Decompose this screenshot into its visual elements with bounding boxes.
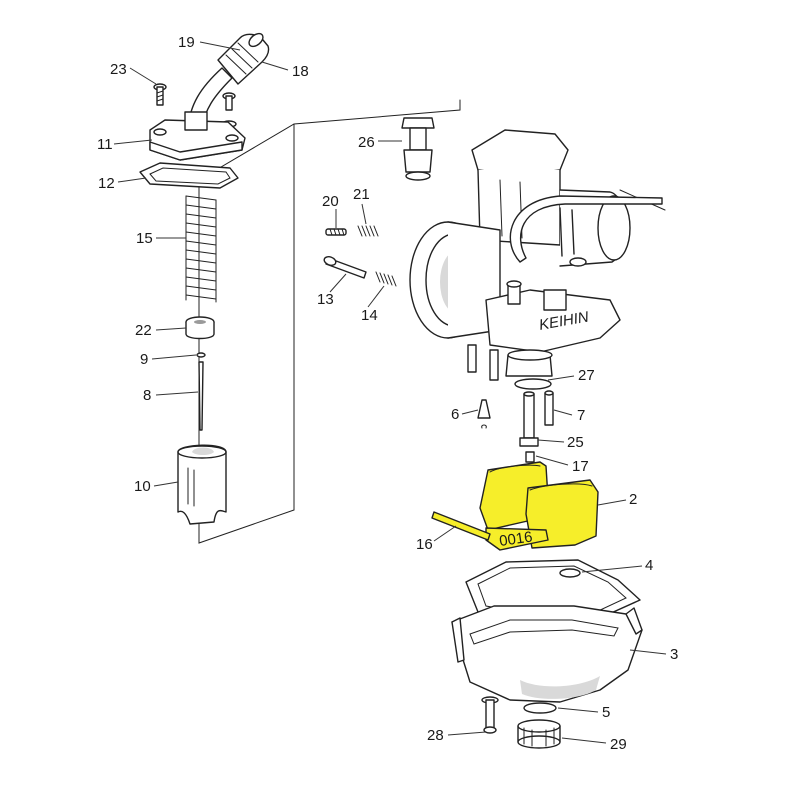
drain-plug-29 [517,719,561,749]
callout-numbers: 19 18 23 11 12 15 22 9 8 10 26 20 21 13 … [97,34,678,753]
callout-11: 11 [97,136,113,153]
callout-18: 18 [292,63,309,80]
float-2-highlighted: 0016 [479,461,599,551]
leader-lines [113,41,667,744]
callout-7: 7 [577,407,585,424]
choke-plunger-26 [401,117,435,181]
callout-13: 13 [317,291,334,308]
callout-14: 14 [361,307,378,324]
callout-20: 20 [322,193,339,210]
throttle-spring-15 [185,195,217,303]
idle-screw-20 [325,228,347,236]
callout-22: 22 [135,322,152,339]
callout-15: 15 [136,230,153,247]
callout-12: 12 [98,175,115,192]
float-marking-text: 0016 [498,528,533,549]
callout-8: 8 [143,387,151,404]
cap-gasket-12 [139,162,239,189]
callout-10: 10 [134,478,151,495]
carb-cap-11 [149,111,246,161]
drain-oring-5 [523,702,557,714]
float-bowl-3 [451,605,643,703]
callout-3: 3 [670,646,678,663]
callout-28: 28 [427,727,444,744]
callout-9: 9 [140,351,148,368]
air-screw-13 [323,256,367,279]
callout-6: 6 [451,406,459,423]
callout-29: 29 [610,736,627,753]
callout-19: 19 [178,34,195,51]
callout-21: 21 [353,186,370,203]
drain-screw-28 [481,696,499,734]
jet-needle-8 [198,361,204,431]
carburetor-body-1: KEIHIN [409,129,663,381]
callout-25: 25 [567,434,584,451]
float-needle-6 [477,399,491,429]
needle-jet-27 [514,378,552,390]
needle-retainer-22 [185,316,215,340]
float-pin-16-highlighted [431,511,491,541]
callout-17: 17 [572,458,589,475]
callout-2: 2 [629,491,637,508]
cap-screw-23 [153,83,167,106]
callout-23: 23 [110,61,127,78]
callout-16: 16 [416,536,433,553]
idle-spring-21 [357,225,379,237]
callout-27: 27 [578,367,595,384]
callout-4: 4 [645,557,653,574]
jet-17 [525,451,535,463]
needle-clip-9 [196,352,206,358]
pilot-jet-7 [544,390,554,426]
main-jet-25 [519,391,539,447]
air-spring-14 [375,271,397,287]
callout-5: 5 [602,704,610,721]
throttle-slide-10 [177,444,227,525]
callout-26: 26 [358,134,375,151]
